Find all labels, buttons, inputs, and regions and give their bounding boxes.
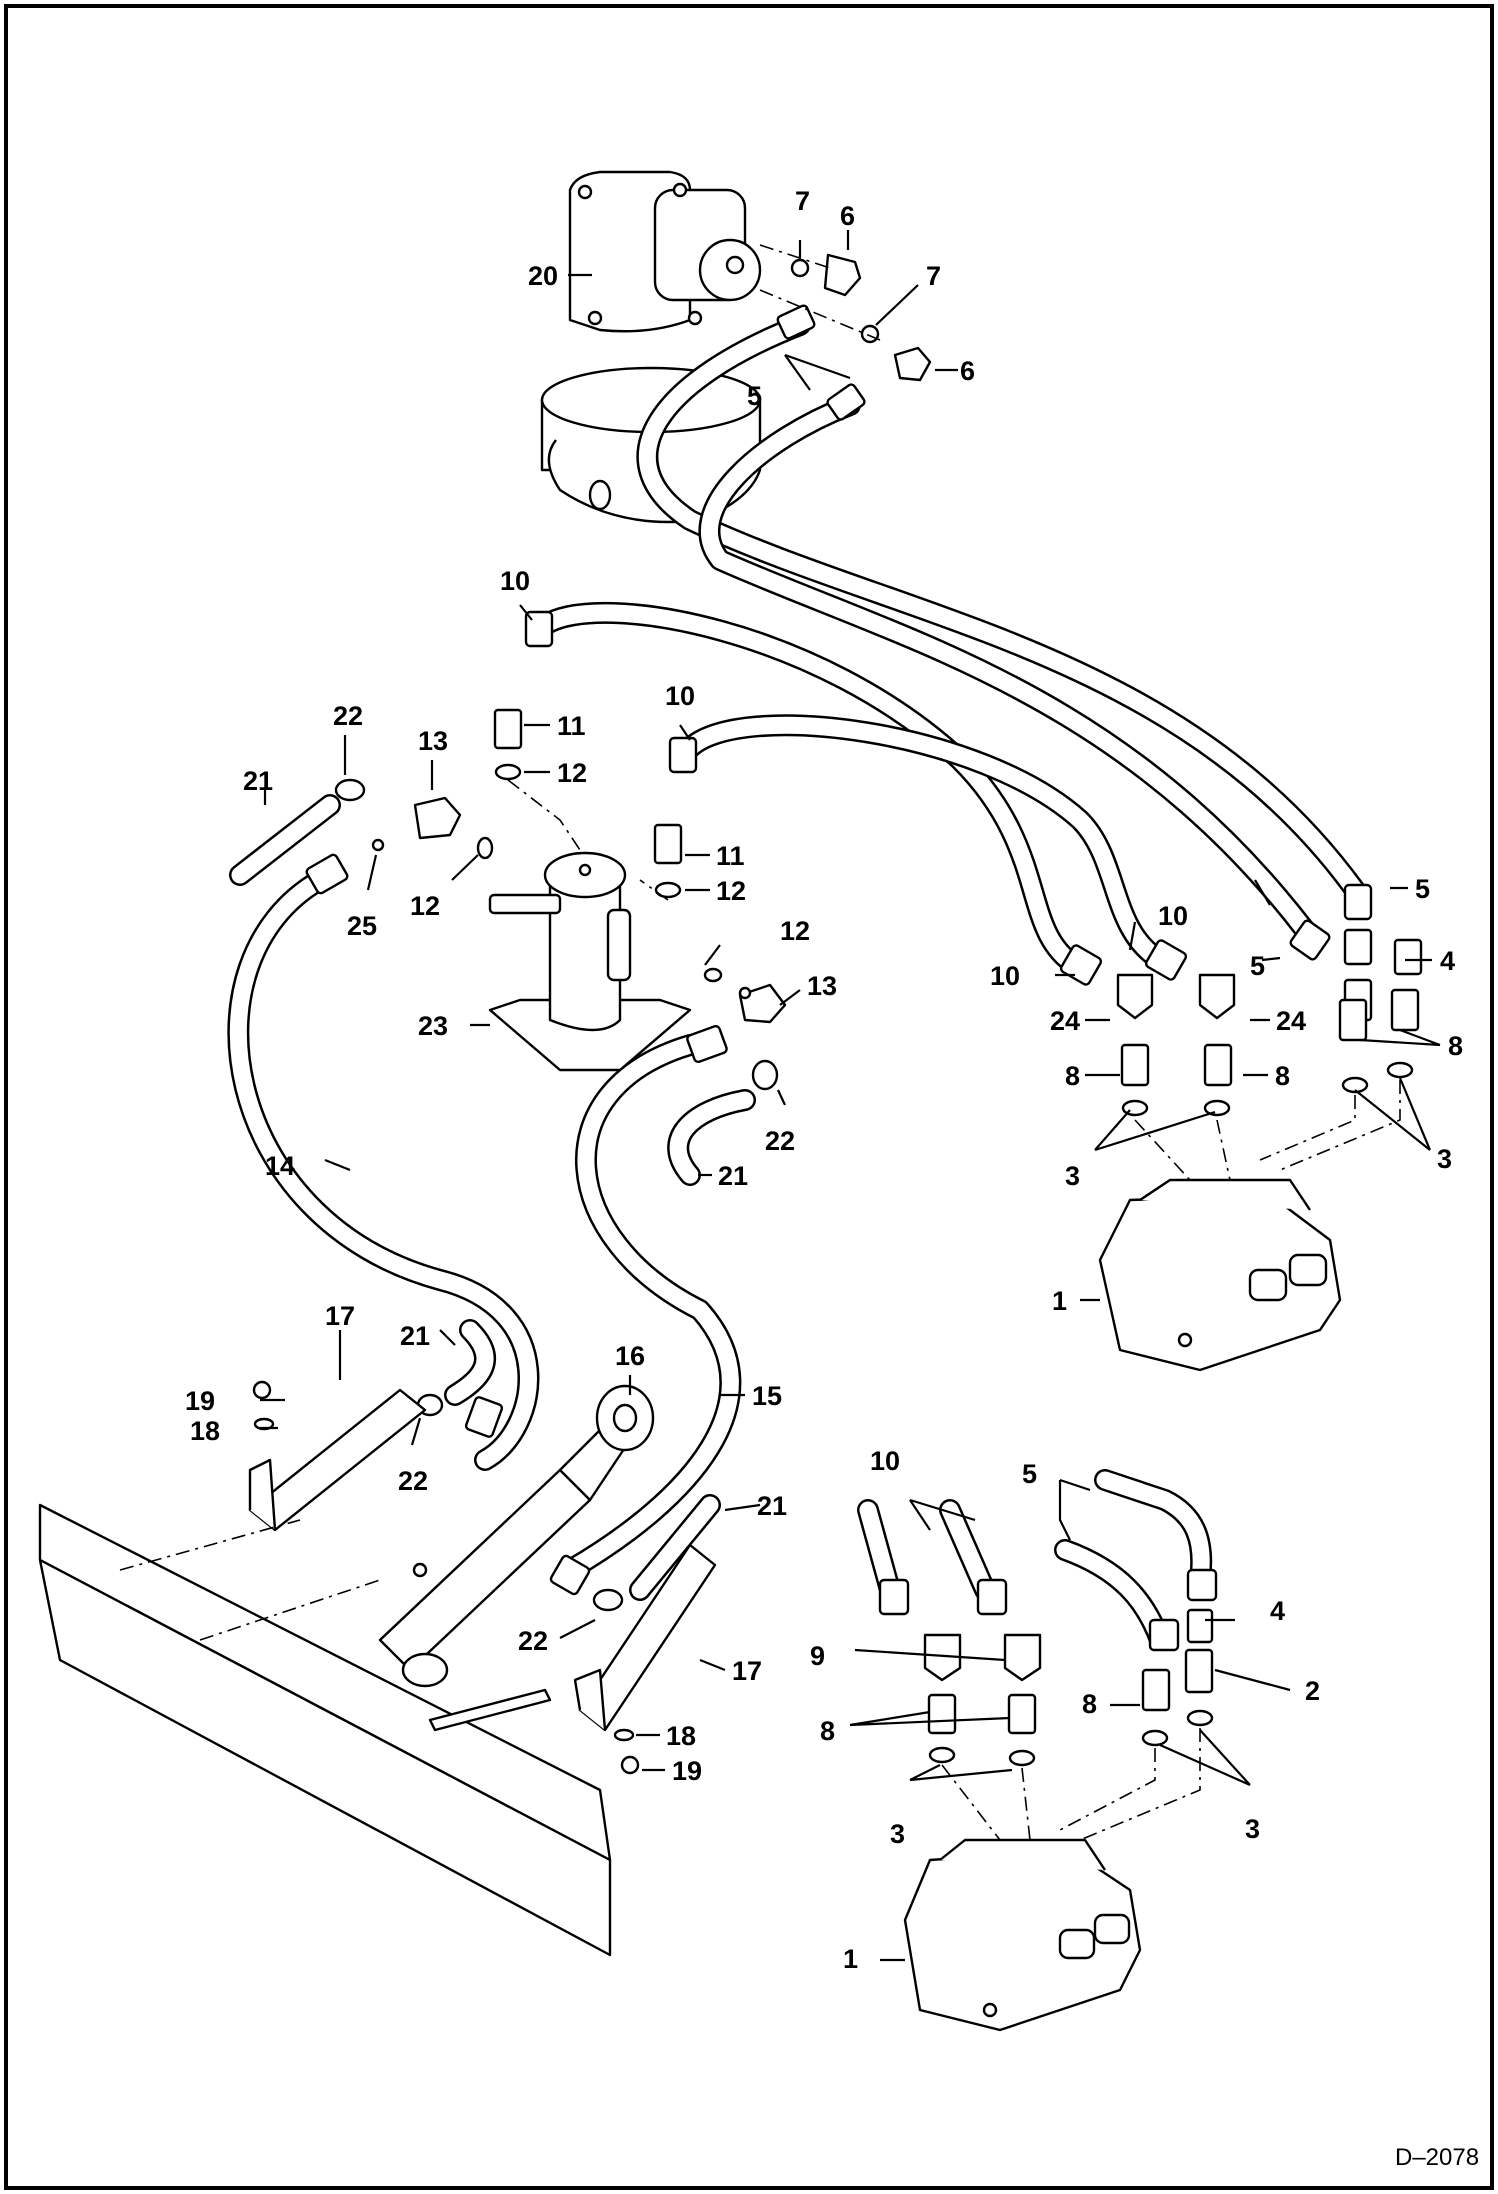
- callout-16: 16: [615, 1341, 645, 1371]
- callout-22-b: 22: [765, 1126, 795, 1156]
- callout-8-d: 8: [1082, 1689, 1097, 1719]
- callout-21-b: 21: [718, 1161, 748, 1191]
- callout-4-b: 4: [1270, 1596, 1285, 1626]
- hose-end-fittings: [305, 304, 1373, 1652]
- callout-12-c: 12: [410, 891, 440, 921]
- callout-20: 20: [528, 261, 558, 291]
- hose-set: [227, 314, 1366, 1651]
- callout-24-b: 24: [1276, 1006, 1306, 1036]
- callout-7-right: 7: [926, 261, 941, 291]
- callout-19-b: 19: [672, 1756, 702, 1786]
- document-id: D–2078: [1395, 2144, 1479, 2171]
- callout-12-a: 12: [557, 758, 587, 788]
- page-border: [4, 4, 1494, 2190]
- blade-cylinder: [378, 1384, 655, 1672]
- callout-8-c: 8: [1448, 1031, 1463, 1061]
- callout-1-lower: 1: [843, 1944, 858, 1974]
- callout-13-a: 13: [418, 726, 448, 756]
- callout-3-b: 3: [1437, 1144, 1452, 1174]
- callout-8-b: 8: [1275, 1061, 1290, 1091]
- callout-1-upper: 1: [1052, 1286, 1067, 1316]
- callout-5-motor: 5: [747, 381, 762, 411]
- callout-6-top: 6: [840, 201, 855, 231]
- callout-9: 9: [810, 1641, 825, 1671]
- callout-19-a: 19: [185, 1386, 215, 1416]
- callout-18-b: 18: [666, 1721, 696, 1751]
- callout-3-a: 3: [1065, 1161, 1080, 1191]
- callout-15: 15: [752, 1381, 782, 1411]
- callout-23: 23: [418, 1011, 448, 1041]
- callout-21-d: 21: [757, 1491, 787, 1521]
- swivel-fittings: [493, 708, 683, 901]
- callout-18-a: 18: [190, 1416, 220, 1446]
- elbow-fittings-13: [371, 796, 787, 1024]
- callout-12-b: 12: [716, 876, 746, 906]
- callout-21-c: 21: [400, 1321, 430, 1351]
- callout-5-b: 5: [1250, 951, 1265, 981]
- hose-clamps: [334, 778, 779, 1612]
- callout-4-a: 4: [1440, 946, 1455, 976]
- callout-5-c: 5: [1415, 874, 1430, 904]
- callout-21-a: 21: [243, 766, 273, 796]
- callout-11-a: 11: [557, 711, 586, 741]
- callout-10-a: 10: [500, 566, 530, 596]
- callout-14: 14: [265, 1151, 295, 1181]
- callout-5-d: 5: [1022, 1459, 1037, 1489]
- callout-3-d: 3: [1245, 1814, 1260, 1844]
- callout-8-e: 8: [820, 1716, 835, 1746]
- callout-10-e: 10: [870, 1446, 900, 1476]
- callout-25: 25: [347, 911, 377, 941]
- callout-2: 2: [1305, 1676, 1320, 1706]
- callout-17-a: 17: [325, 1301, 355, 1331]
- lower-valve-fittings: [923, 1608, 1214, 1841]
- callout-8-a: 8: [1065, 1061, 1080, 1091]
- callout-22-d: 22: [518, 1626, 548, 1656]
- control-valve-lower: [903, 1838, 1142, 2032]
- leader-lines: [260, 230, 1441, 1962]
- callout-22-c: 22: [398, 1466, 428, 1496]
- callout-12-d: 12: [780, 916, 810, 946]
- callout-10-d: 10: [990, 961, 1020, 991]
- upper-valve-fittings: [1116, 928, 1423, 1181]
- motor-port-fittings: [759, 244, 932, 382]
- callout-10-c: 10: [1158, 901, 1188, 931]
- callout-13-b: 13: [807, 971, 837, 1001]
- callout-labels: 20 7 6 7 6 5 10 11 12 10 11 12 22 21 13 …: [185, 186, 1479, 2171]
- swing-motor-assembly: [540, 170, 762, 524]
- callout-10-b: 10: [665, 681, 695, 711]
- dozer-blade: [38, 1503, 612, 1957]
- center-swivel-block: [488, 851, 692, 1072]
- callout-3-c: 3: [890, 1819, 905, 1849]
- callout-17-b: 17: [732, 1656, 762, 1686]
- callout-7-top: 7: [795, 186, 810, 216]
- callout-22-a: 22: [333, 701, 363, 731]
- callout-6-right: 6: [960, 356, 975, 386]
- callout-11-b: 11: [716, 841, 745, 871]
- callout-24-a: 24: [1050, 1006, 1080, 1036]
- control-valve-upper: [1098, 1178, 1342, 1372]
- hose-guards: [248, 1380, 717, 1775]
